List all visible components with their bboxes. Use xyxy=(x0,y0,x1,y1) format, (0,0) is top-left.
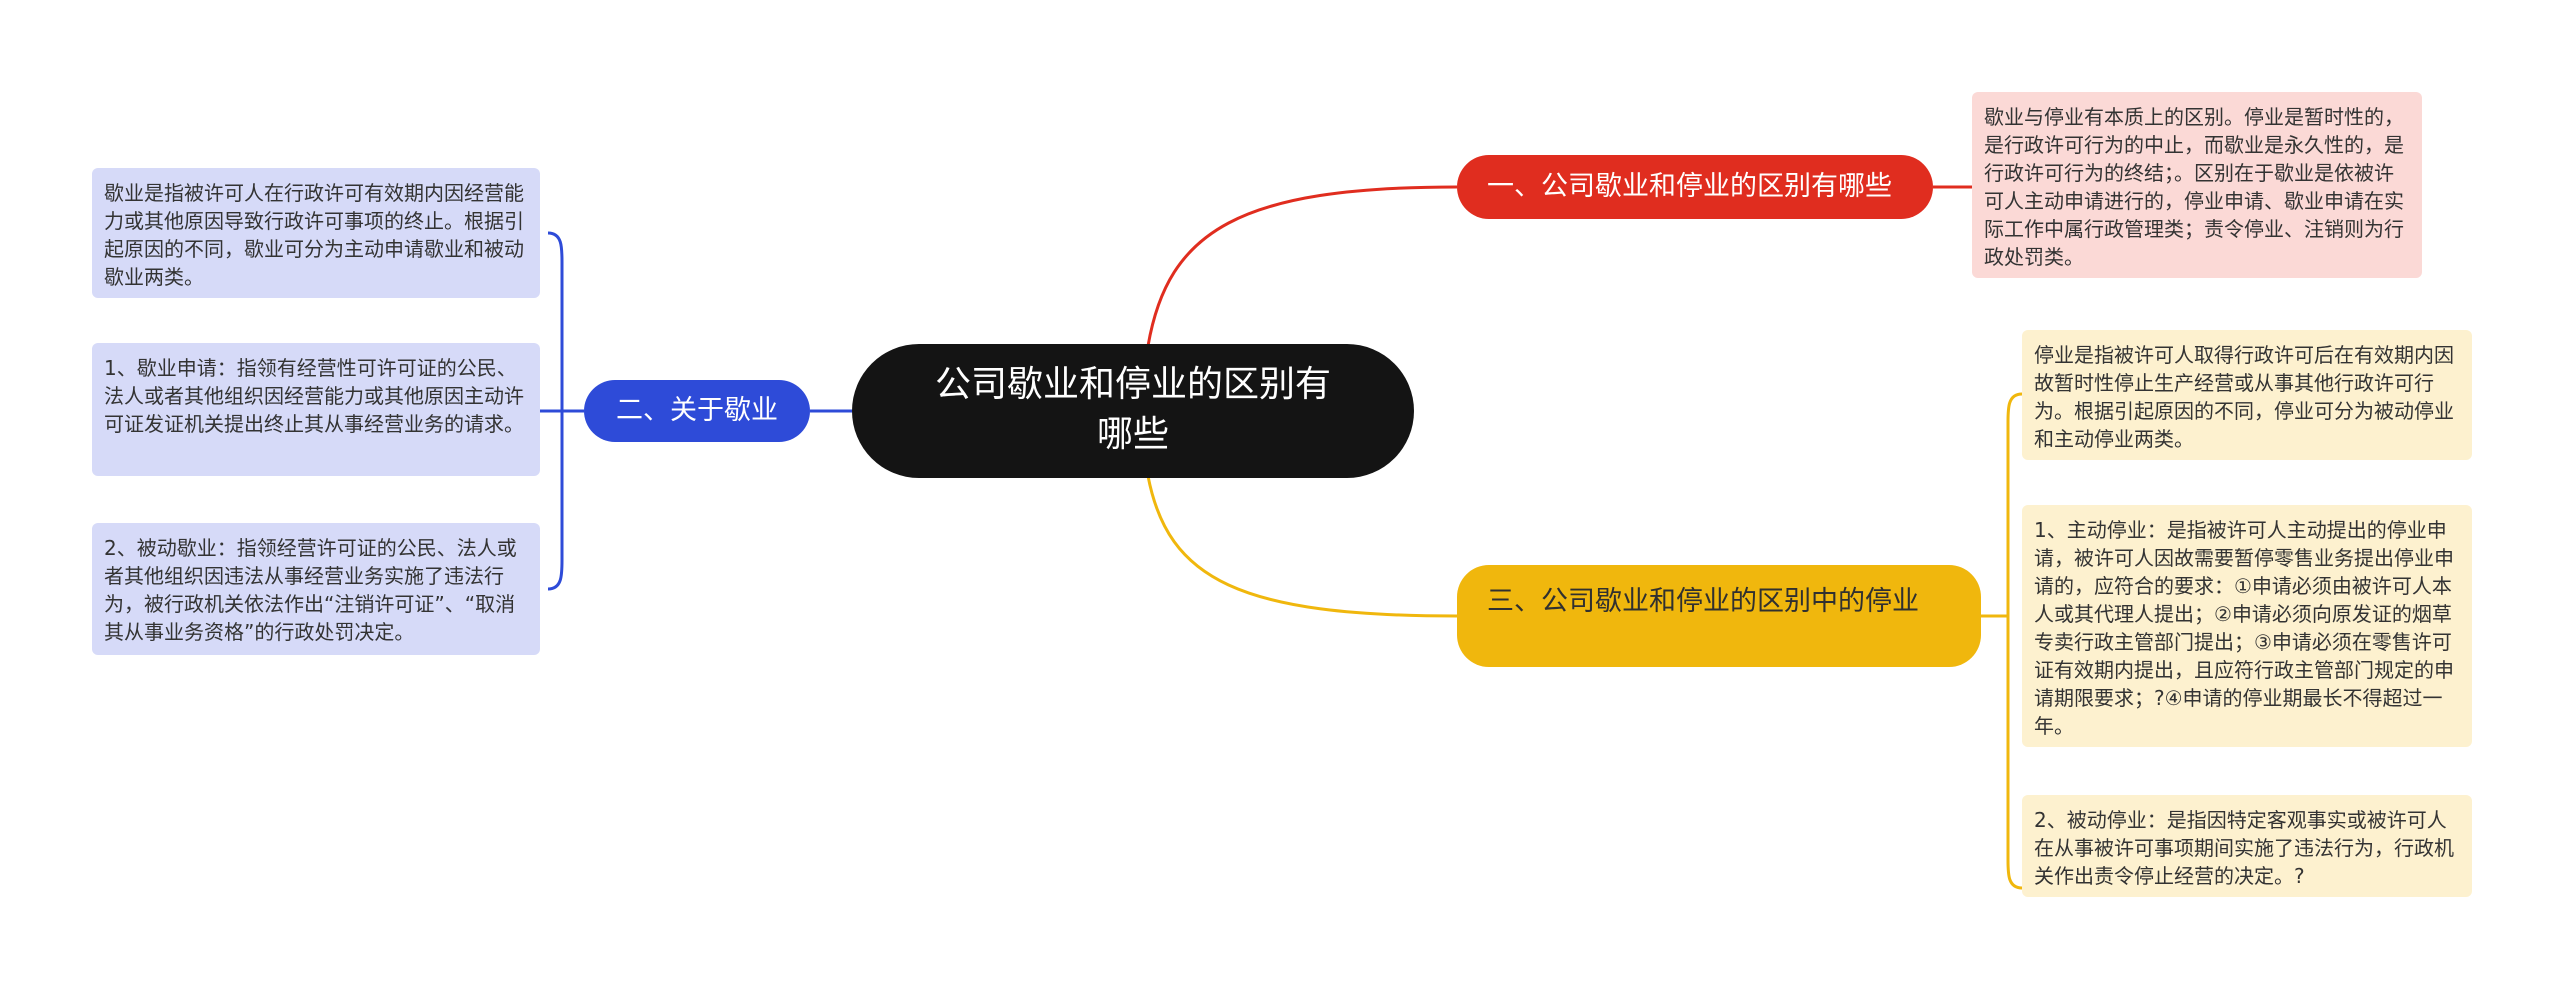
leaf-difference-1-text: 歇业与停业有本质上的区别。停业是暂时性的，是行政许可行为的中止，而歇业是永久性的… xyxy=(1984,105,2404,269)
leaf-difference-1[interactable]: 歇业与停业有本质上的区别。停业是暂时性的，是行政许可行为的中止，而歇业是永久性的… xyxy=(1972,92,2422,278)
topic-suspension-label: 三、公司歇业和停业的区别中的停业 xyxy=(1487,586,1919,617)
leaf-suspension-3[interactable]: 2、被动停业：是指因特定客观事实或被许可人在从事被许可事项期间实施了违法行为，行… xyxy=(2022,795,2472,897)
topic-difference[interactable]: 一、公司歇业和停业的区别有哪些 xyxy=(1457,155,1933,219)
topic-difference-label: 一、公司歇业和停业的区别有哪些 xyxy=(1487,171,1892,202)
topic-suspension[interactable]: 三、公司歇业和停业的区别中的停业 xyxy=(1457,565,1981,667)
link-central-to-suspension xyxy=(1146,475,1458,618)
topic-closure[interactable]: 二、关于歇业 xyxy=(584,380,810,442)
leaf-suspension-2-text: 1、主动停业：是指被许可人主动提出的停业申请，被许可人因故需要暂停零售业务提出停… xyxy=(2034,518,2454,738)
leaf-suspension-2[interactable]: 1、主动停业：是指被许可人主动提出的停业申请，被许可人因故需要暂停零售业务提出停… xyxy=(2022,505,2472,747)
link-central-to-difference xyxy=(1146,185,1458,347)
leaf-suspension-1[interactable]: 停业是指被许可人取得行政许可后在有效期内因故暂时性停止生产经营或从事其他行政许可… xyxy=(2022,330,2472,460)
leaf-closure-1-text: 歇业是指被许可人在行政许可有效期内因经营能力或其他原因导致行政许可事项的终止。根… xyxy=(104,181,524,289)
leaf-suspension-3-text: 2、被动停业：是指因特定客观事实或被许可人在从事被许可事项期间实施了违法行为，行… xyxy=(2034,808,2454,888)
leaf-closure-1[interactable]: 歇业是指被许可人在行政许可有效期内因经营能力或其他原因导致行政许可事项的终止。根… xyxy=(92,168,540,298)
leaf-closure-2-text: 1、歇业申请：指领有经营性可许可证的公民、法人或者其他组织因经营能力或其他原因主… xyxy=(104,356,524,436)
leaf-closure-3[interactable]: 2、被动歇业：指领经营许可证的公民、法人或者其他组织因违法从事经营业务实施了违法… xyxy=(92,523,540,655)
leaf-closure-2[interactable]: 1、歇业申请：指领有经营性可许可证的公民、法人或者其他组织因经营能力或其他原因主… xyxy=(92,343,540,476)
central-topic[interactable]: 公司歇业和停业的区别有哪些 xyxy=(852,344,1414,478)
topic-closure-label: 二、关于歇业 xyxy=(616,395,778,426)
bracket-suspension xyxy=(1981,392,2023,890)
leaf-closure-3-text: 2、被动歇业：指领经营许可证的公民、法人或者其他组织因违法从事经营业务实施了违法… xyxy=(104,536,517,644)
leaf-suspension-1-text: 停业是指被许可人取得行政许可后在有效期内因故暂时性停止生产经营或从事其他行政许可… xyxy=(2034,343,2454,451)
central-topic-label: 公司歇业和停业的区别有哪些 xyxy=(934,364,1331,455)
